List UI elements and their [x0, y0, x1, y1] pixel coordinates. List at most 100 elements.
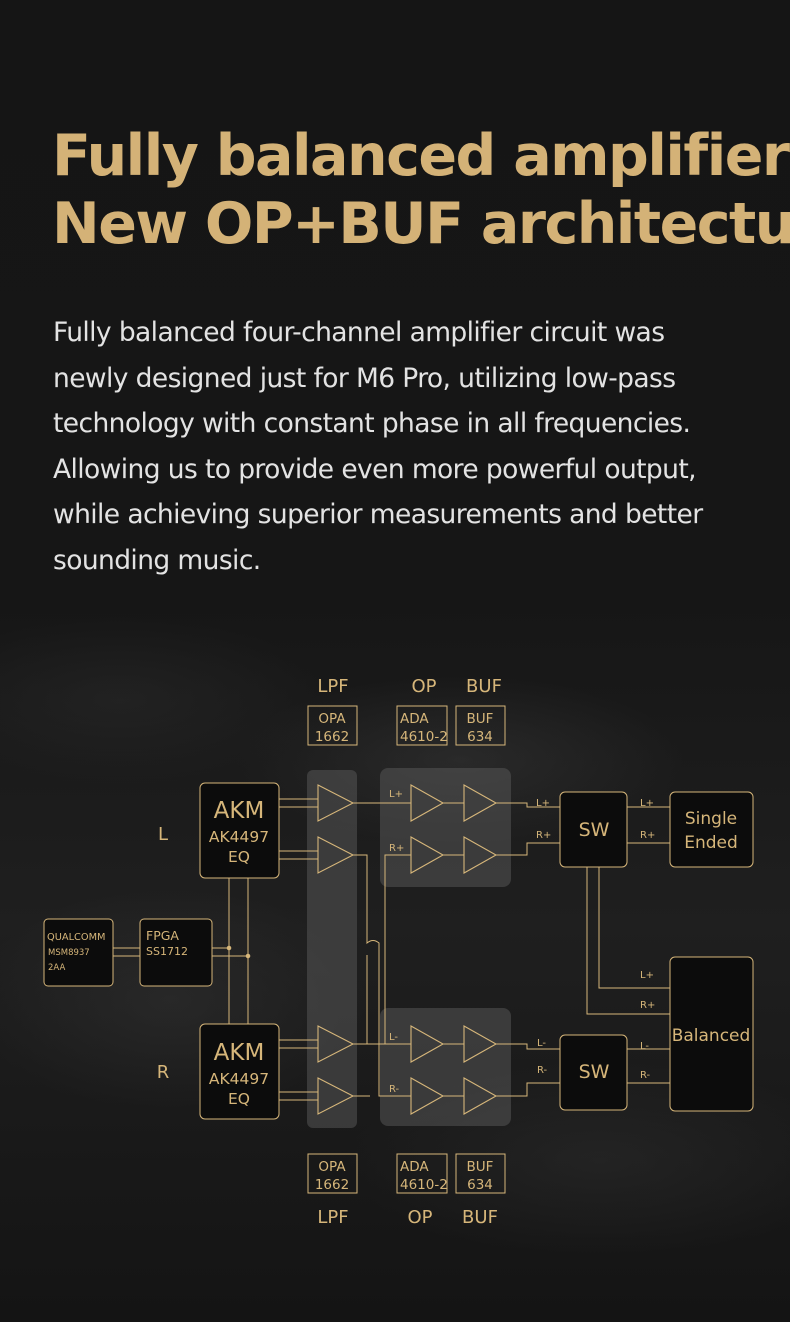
qualcomm-soc-block: QUALCOMM MSM8937 2AA	[43, 918, 114, 987]
wiring	[113, 798, 670, 1101]
dac-right-brand: AKM	[214, 1040, 265, 1066]
fpga-block: FPGA SS1712	[139, 918, 213, 987]
switch-lower-label: SW	[579, 1061, 610, 1083]
dac-left-sub: EQ	[228, 848, 250, 866]
buf-amp-1	[463, 784, 498, 822]
lpf-amp-3	[317, 1025, 355, 1063]
dac-right-model: AK4497	[209, 1070, 269, 1088]
dac-left-brand: AKM	[214, 798, 265, 824]
chip-op-top-line2: 4610-2	[400, 729, 448, 745]
header-op-top: OP	[411, 676, 436, 697]
chip-op-bottom-line2: 4610-2	[400, 1177, 448, 1193]
header-lpf-bottom: LPF	[317, 1207, 348, 1228]
fpga-line1: FPGA	[146, 928, 179, 943]
dac-left-model: AK4497	[209, 828, 269, 846]
header-op-bottom: OP	[407, 1207, 432, 1228]
lpf-amp-4	[317, 1077, 355, 1115]
op-buf-panel-lower	[380, 1008, 511, 1126]
channel-label-left: L	[158, 824, 168, 845]
chip-lpf-bottom-line2: 1662	[315, 1177, 349, 1193]
buf-amp-3	[463, 1025, 498, 1063]
dac-left-box	[199, 782, 280, 879]
header-buf-top: BUF	[466, 676, 502, 697]
sig-swin-lminus: L-	[537, 1038, 546, 1049]
stage-headers-top: LPF OP BUF	[317, 676, 502, 697]
sig-bal-lplus: L+	[640, 970, 654, 981]
header-lpf-top: LPF	[317, 676, 348, 697]
channel-label-right: R	[157, 1062, 170, 1083]
soc-line3: 2AA	[48, 963, 65, 973]
op-amp-1	[410, 784, 445, 822]
amplifier-block-diagram: LPF OP BUF OPA 1662 ADA 4610-2 BUF 634 O…	[43, 676, 754, 1228]
sig-op-rminus: R-	[389, 1084, 400, 1095]
signal-labels-sw-in: L+ R+ L- R-	[536, 798, 551, 1076]
sig-op-rplus: R+	[389, 843, 404, 854]
buf-amp-2	[463, 836, 498, 874]
highlight-panels	[307, 768, 511, 1128]
sig-op-lplus: L+	[389, 789, 403, 800]
header-buf-bottom: BUF	[462, 1207, 498, 1228]
sig-swout-lminus: L-	[640, 1041, 649, 1052]
title-line-2: New OP+BUF architecture	[52, 191, 790, 257]
sig-swin-rplus: R+	[536, 830, 551, 841]
chip-lpf-top-line2: 1662	[315, 729, 349, 745]
description: Fully balanced four-channel amplifier ci…	[53, 310, 753, 584]
chip-box-buf-top	[455, 705, 506, 746]
sig-swout-lplus: L+	[640, 798, 654, 809]
description-line-1: Fully balanced four-channel amplifier ci…	[53, 317, 665, 348]
single-ended-line2: Ended	[684, 833, 738, 853]
fpga-line2: SS1712	[146, 945, 188, 958]
description-line-6: sounding music.	[53, 544, 261, 576]
dac-left-block: AKM AK4497 EQ	[199, 782, 280, 879]
description-line-3: technology with constant phase in all fr…	[53, 408, 691, 440]
lpf-panel	[307, 770, 357, 1128]
sig-swin-lplus: L+	[536, 798, 550, 809]
single-ended-line1: Single	[685, 809, 737, 829]
switch-upper-label: SW	[579, 819, 610, 841]
dac-right-block: AKM AK4497 EQ	[199, 1023, 280, 1120]
signal-labels-op: L+ R+ L- R-	[389, 789, 404, 1095]
switch-lower-box	[559, 1034, 628, 1111]
chip-buf-bottom-line2: 634	[467, 1177, 493, 1193]
sig-bal-rplus: R+	[640, 1000, 655, 1011]
switch-upper-block: SW	[559, 791, 628, 868]
page-title: Fully balanced amplifier New OP+BUF arch…	[52, 122, 790, 258]
chip-box-op-bottom	[396, 1153, 448, 1194]
op-amp-2	[410, 836, 445, 874]
sig-swout-rminus: R-	[640, 1070, 651, 1081]
sig-swout-rplus: R+	[640, 830, 655, 841]
op-amp-4	[410, 1077, 445, 1115]
switch-upper-box	[559, 791, 628, 868]
buf-amp-4	[463, 1077, 498, 1115]
chip-box-lpf-bottom	[307, 1153, 358, 1194]
op-buf-panel-upper	[380, 768, 511, 887]
description-line-4: Allowing us to provide even more powerfu…	[53, 453, 697, 485]
lpf-amp-1	[317, 784, 355, 822]
soc-line2: MSM8937	[48, 948, 90, 958]
chip-buf-top-line2: 634	[467, 729, 493, 745]
stage-headers-bottom: LPF OP BUF	[317, 1207, 498, 1228]
single-ended-output-block: Single Ended	[669, 791, 754, 868]
chip-op-bottom-line1: ADA	[400, 1159, 429, 1175]
dac-right-box	[199, 1023, 280, 1120]
chip-buf-top-line1: BUF	[467, 711, 494, 727]
description-line-5: while achieving superior measurements an…	[53, 499, 703, 531]
lpf-amp-2	[317, 836, 355, 874]
qualcomm-soc-box	[43, 918, 114, 987]
balanced-box	[669, 956, 754, 1112]
switch-lower-block: SW	[559, 1034, 628, 1111]
fpga-box	[139, 918, 213, 987]
chip-box-op-top	[396, 705, 448, 746]
op-amp-3	[410, 1025, 445, 1063]
dac-right-sub: EQ	[228, 1090, 250, 1108]
chip-lpf-top-line1: OPA	[318, 711, 346, 727]
chip-box-buf-bottom	[455, 1153, 506, 1194]
sig-swin-rminus: R-	[537, 1065, 548, 1076]
balanced-output-block: Balanced	[669, 956, 754, 1112]
title-line-1: Fully balanced amplifier	[52, 123, 790, 189]
chip-labels-bottom: OPA 1662 ADA 4610-2 BUF 634	[307, 1153, 506, 1194]
balanced-label: Balanced	[672, 1026, 751, 1046]
signal-labels-sw-out: L+ R+ L+ R+ L- R-	[640, 798, 655, 1081]
single-ended-box	[669, 791, 754, 868]
